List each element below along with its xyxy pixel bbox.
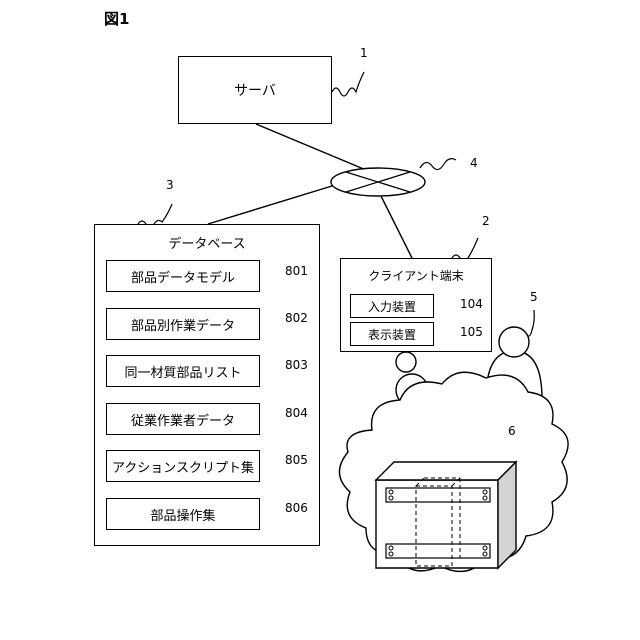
database-item[interactable]: 同一材質部品リスト [106, 355, 260, 387]
database-item[interactable]: アクションスクリプト集 [106, 450, 260, 482]
network-node-icon [331, 168, 425, 196]
database-item-ref: 803 [285, 358, 308, 372]
database-item-ref: 804 [285, 406, 308, 420]
database-item-label: 部品別作業データ [131, 315, 235, 334]
database-item-label: 同一材質部品リスト [124, 362, 241, 381]
client-network-link [378, 190, 412, 258]
leader-4 [420, 159, 456, 170]
input-device-label: 入力装置 [368, 298, 416, 315]
database-item-label: 部品データモデル [131, 267, 235, 286]
input-device-ref: 104 [460, 297, 483, 311]
database-network-link [208, 182, 345, 224]
database-label: データベース [95, 233, 319, 252]
display-device-box[interactable]: 表示装置 [350, 322, 434, 346]
virtual-space-ref: 6 [508, 424, 516, 438]
database-item-ref: 805 [285, 453, 308, 467]
display-device-ref: 105 [460, 325, 483, 339]
client-terminal-ref: 2 [482, 214, 490, 228]
cabinet-icon [376, 462, 516, 568]
database-item[interactable]: 部品データモデル [106, 260, 260, 292]
server-network-link [256, 124, 378, 175]
server-ref: 1 [360, 46, 368, 60]
database-item-label: アクションスクリプト集 [112, 457, 254, 476]
user-ref: 5 [530, 290, 538, 304]
database-ref: 3 [166, 178, 174, 192]
database-item-ref: 801 [285, 264, 308, 278]
database-item-label: 従業作業者データ [131, 410, 235, 429]
database-item[interactable]: 従業作業者データ [106, 403, 260, 435]
input-device-box[interactable]: 入力装置 [350, 294, 434, 318]
database-item-ref: 806 [285, 501, 308, 515]
display-device-label: 表示装置 [368, 326, 416, 343]
client-terminal-label: クライアント端末 [341, 267, 491, 284]
leader-1 [332, 72, 364, 96]
database-item[interactable]: 部品別作業データ [106, 308, 260, 340]
network-ref: 4 [470, 156, 478, 170]
database-item-label: 部品操作集 [150, 505, 215, 524]
server-box[interactable]: サーバ [178, 56, 332, 124]
server-label: サーバ [234, 80, 276, 100]
database-item[interactable]: 部品操作集 [106, 498, 260, 530]
database-item-ref: 802 [285, 311, 308, 325]
